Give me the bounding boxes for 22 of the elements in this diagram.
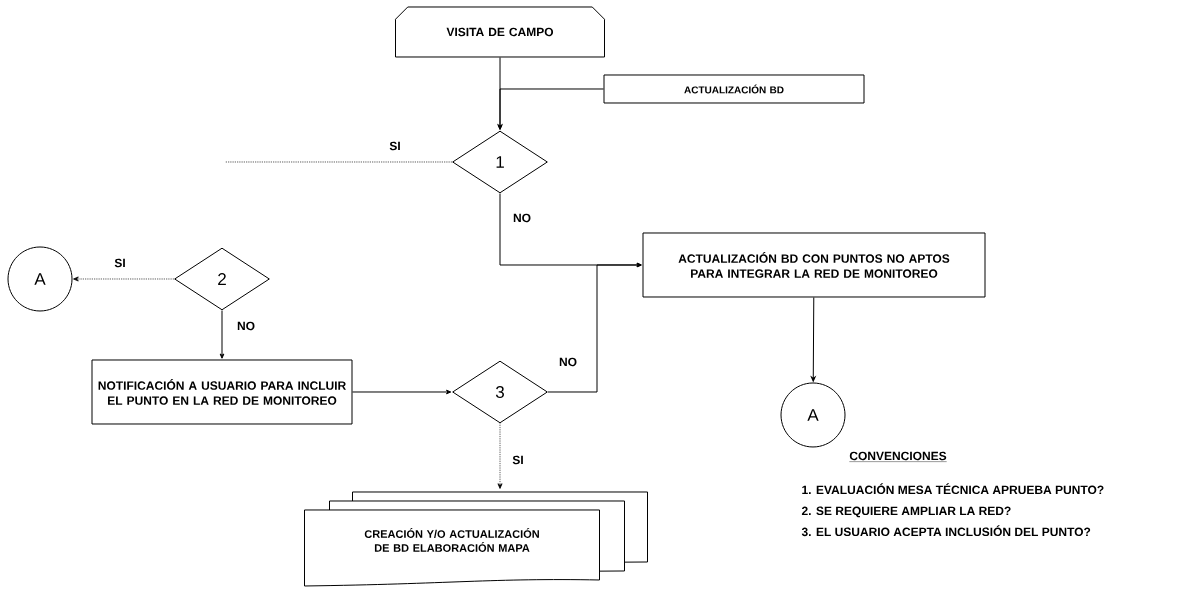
arrow bbox=[352, 389, 452, 395]
arrow bbox=[497, 423, 503, 489]
edge-label: SI bbox=[113, 257, 127, 269]
arrow bbox=[73, 276, 175, 282]
arrow bbox=[547, 262, 642, 393]
arrow bbox=[219, 310, 225, 359]
edge-label: NO bbox=[236, 320, 256, 332]
process-box: ACTUALIZACIÓN BD CON PUNTOS NO APTOS PARA INTEGRAR LA RED DE MONITOREO bbox=[642, 232, 986, 298]
node-label: CREACIÓN Y/O ACTUALIZACIÓN DE BD ELABORACIÓN MAPA bbox=[364, 528, 539, 552]
process-box: NOTIFICACIÓN A USUARIO PARA INCLUIR EL PUNTO EN LA RED DE MONITOREO bbox=[91, 359, 353, 425]
process-box: ACTUALIZACIÓN BD bbox=[603, 74, 865, 104]
arrow bbox=[497, 88, 604, 130]
edge-label: SI bbox=[511, 454, 525, 466]
edge-label: NO bbox=[512, 212, 532, 224]
legend-item: 2. SE REQUIERE AMPLIAR LA RED? bbox=[801, 506, 1011, 518]
arrow bbox=[810, 297, 816, 382]
legend-heading: CONVENCIONES bbox=[849, 451, 947, 462]
legend-item: 1. EVALUACIÓN MESA TÉCNICA APRUEBA PUNTO? bbox=[802, 483, 1104, 495]
terminal-box: VISITA DE CAMPO bbox=[395, 6, 605, 58]
edge-label: SI bbox=[388, 140, 402, 152]
edge-label: NO bbox=[558, 356, 578, 368]
legend-item: 3. EL USUARIO ACEPTA INCLUSIÓN DEL PUNTO? bbox=[801, 525, 1091, 537]
